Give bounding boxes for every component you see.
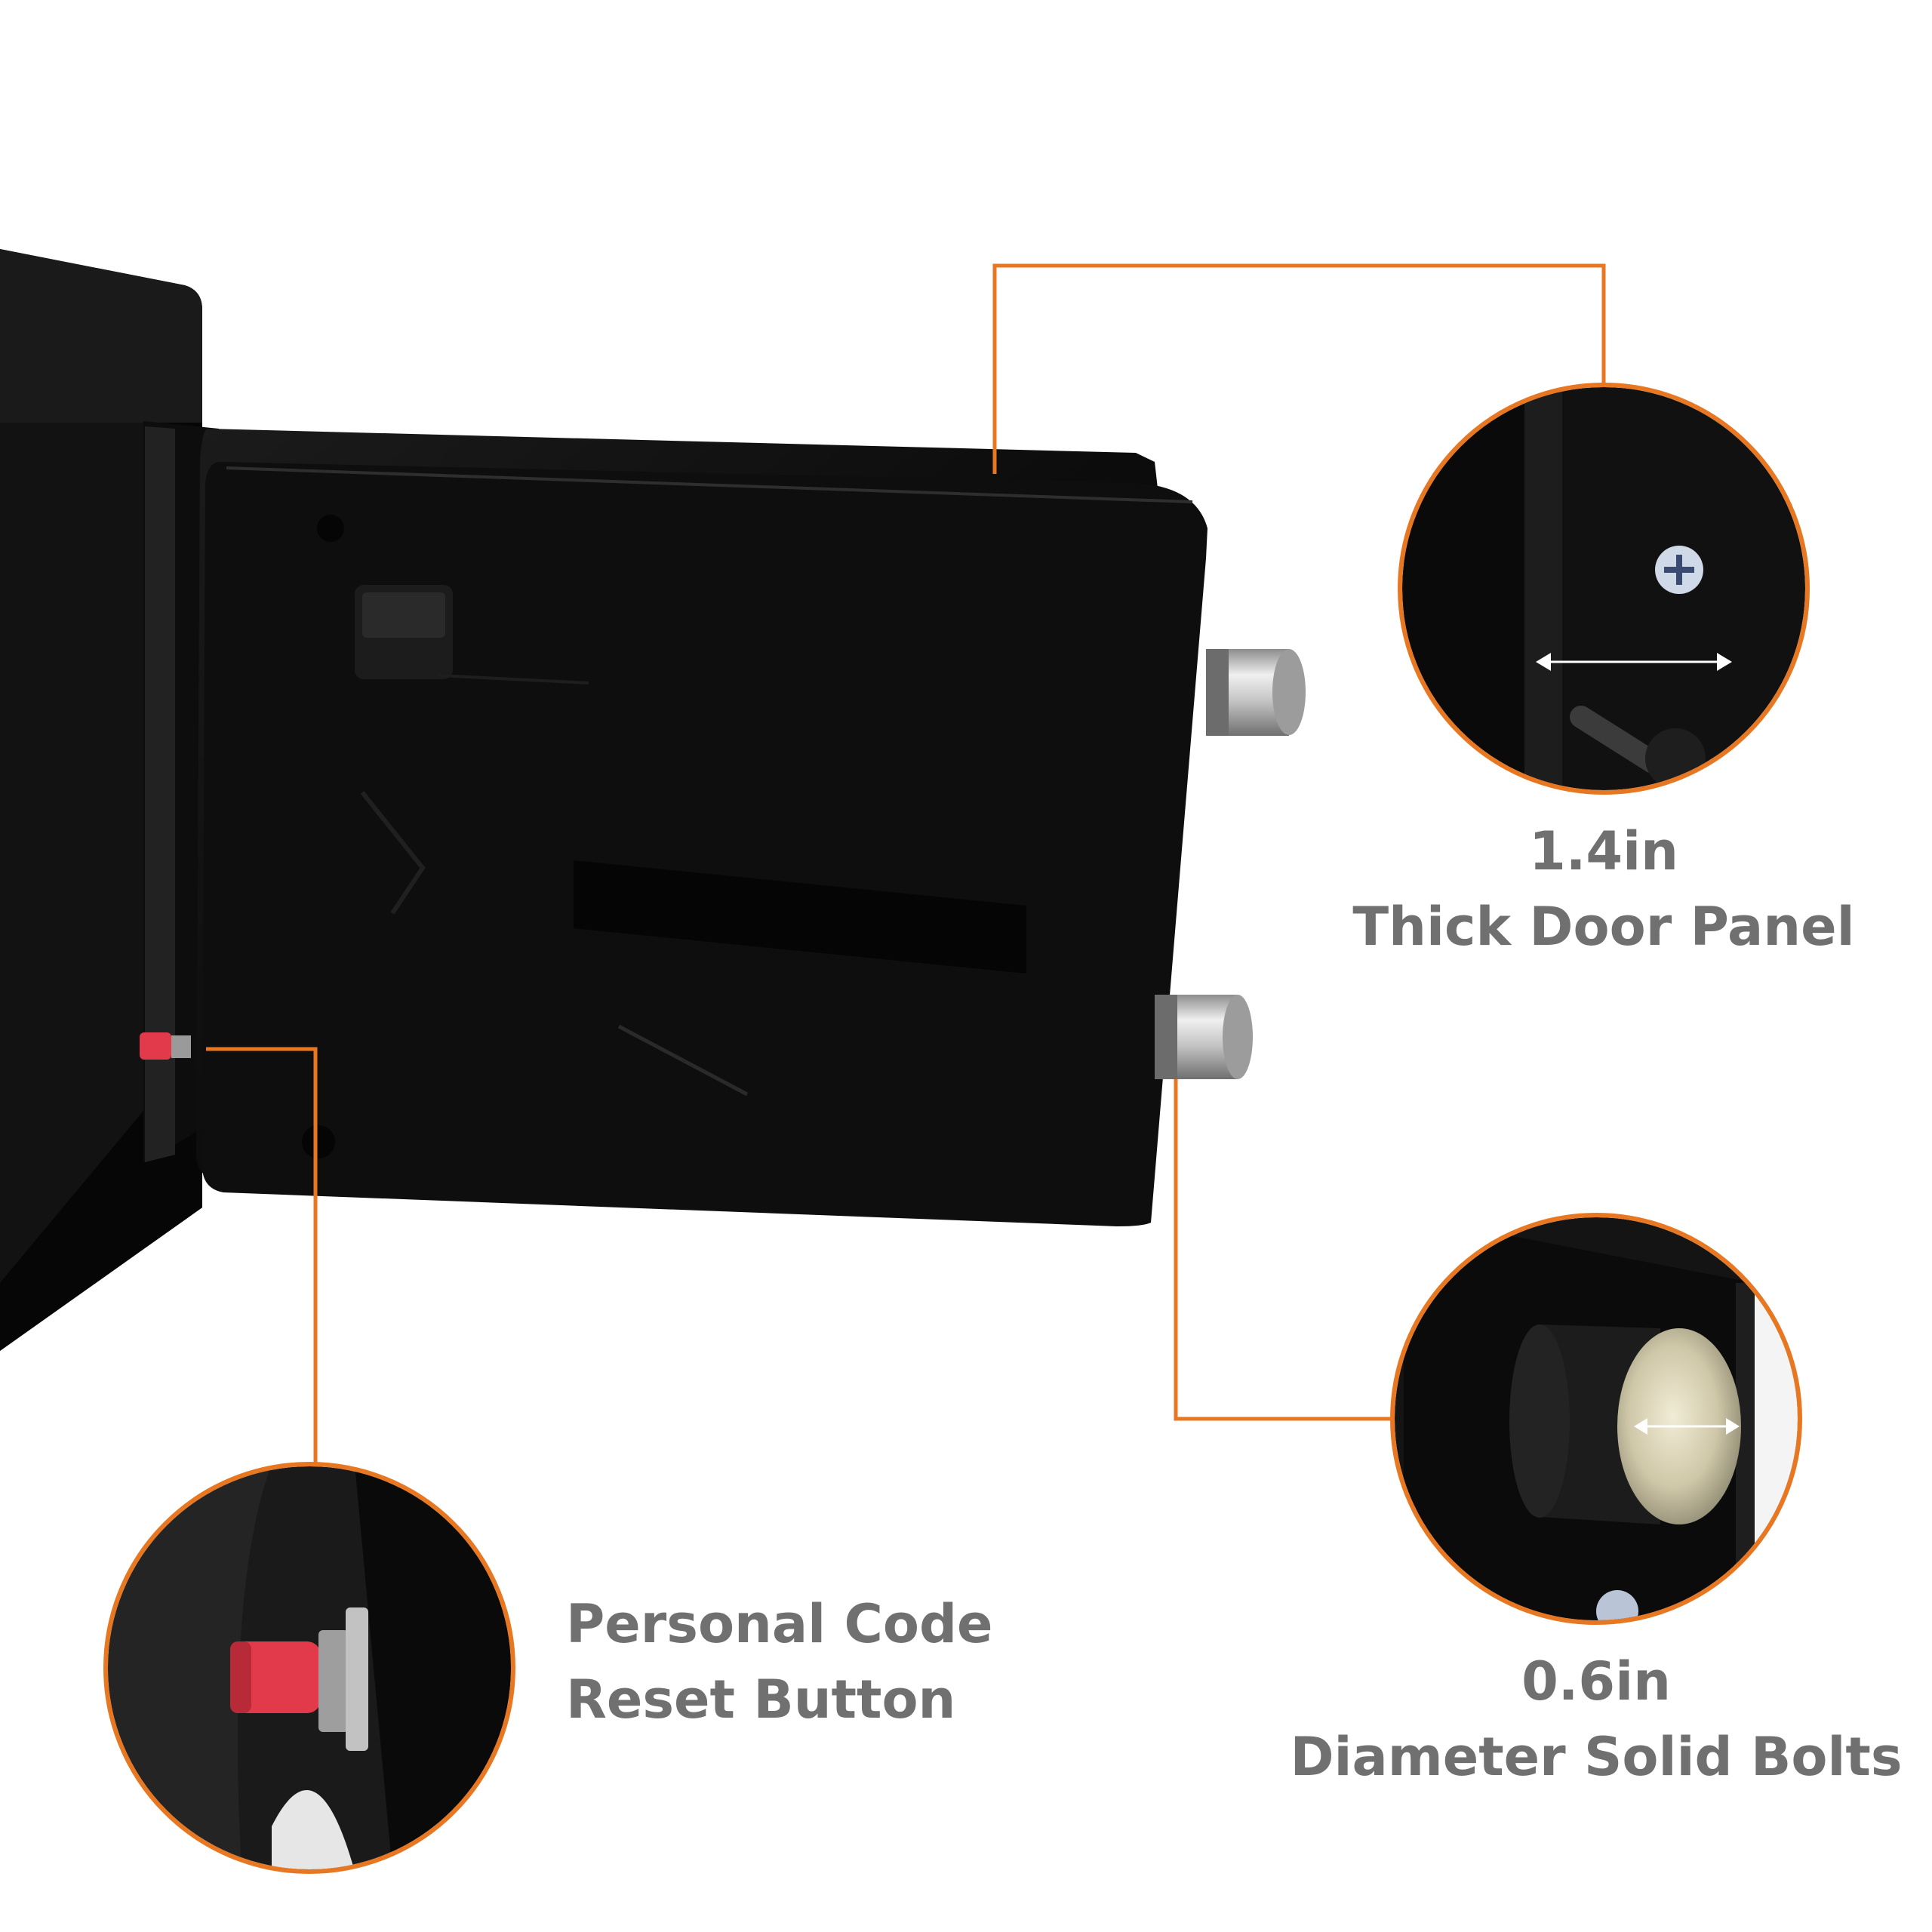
bolt-description: Diameter Solid Bolts xyxy=(1290,1726,1903,1788)
door-bolt-top xyxy=(1206,649,1306,736)
door-panel xyxy=(196,429,1208,1226)
reset-button-label-line1: Personal Code xyxy=(566,1593,993,1655)
reset-button-detail-circle xyxy=(103,1462,515,1874)
bolt-measurement: 0.6in xyxy=(1521,1651,1671,1712)
door-panel-measurement: 1.4in xyxy=(1529,820,1678,882)
bolt-detail-circle xyxy=(1390,1213,1802,1625)
reset-button-photo xyxy=(140,1032,191,1060)
reset-button-label-line2: Reset Button xyxy=(566,1669,956,1730)
callout-lines xyxy=(206,263,1606,1466)
door-panel-description: Thick Door Panel xyxy=(1352,896,1855,958)
door-bolt-bottom xyxy=(1155,995,1253,1079)
door-panel-detail-circle xyxy=(1398,383,1810,795)
